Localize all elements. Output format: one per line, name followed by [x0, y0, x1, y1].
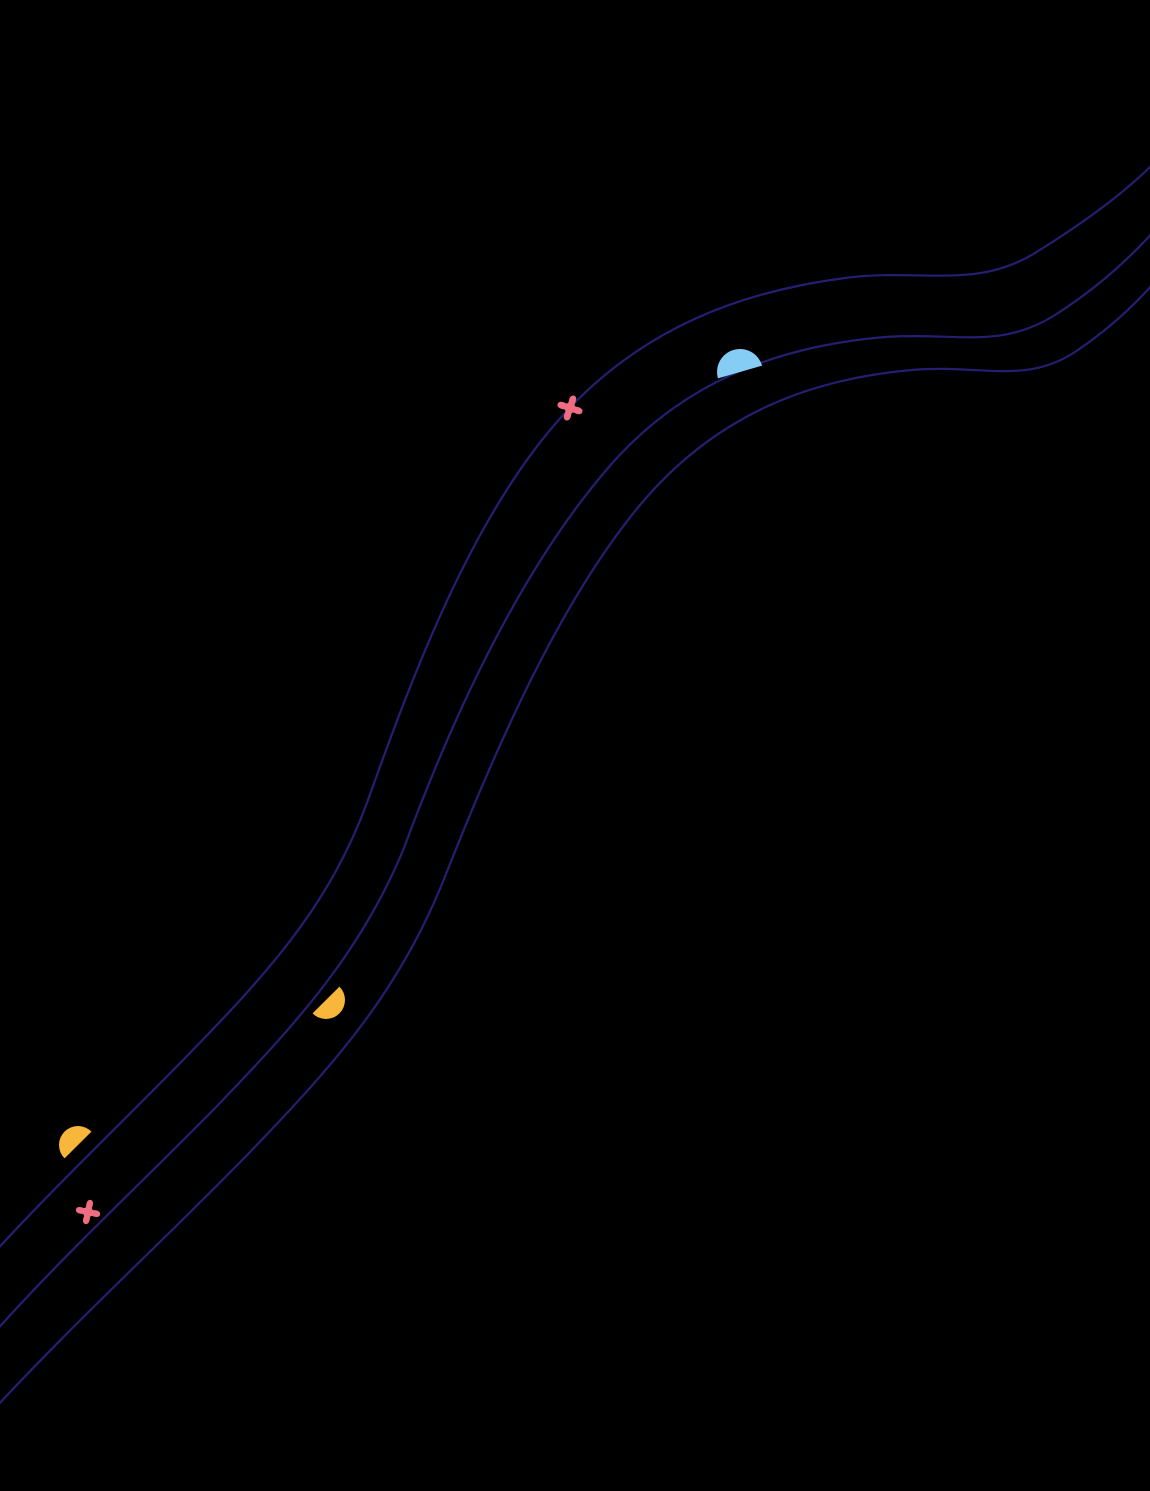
curve-lines-group [0, 165, 1150, 1405]
curve-line-middle [0, 233, 1150, 1328]
curve-line-lower [0, 285, 1150, 1405]
curve-line-upper [0, 165, 1150, 1248]
